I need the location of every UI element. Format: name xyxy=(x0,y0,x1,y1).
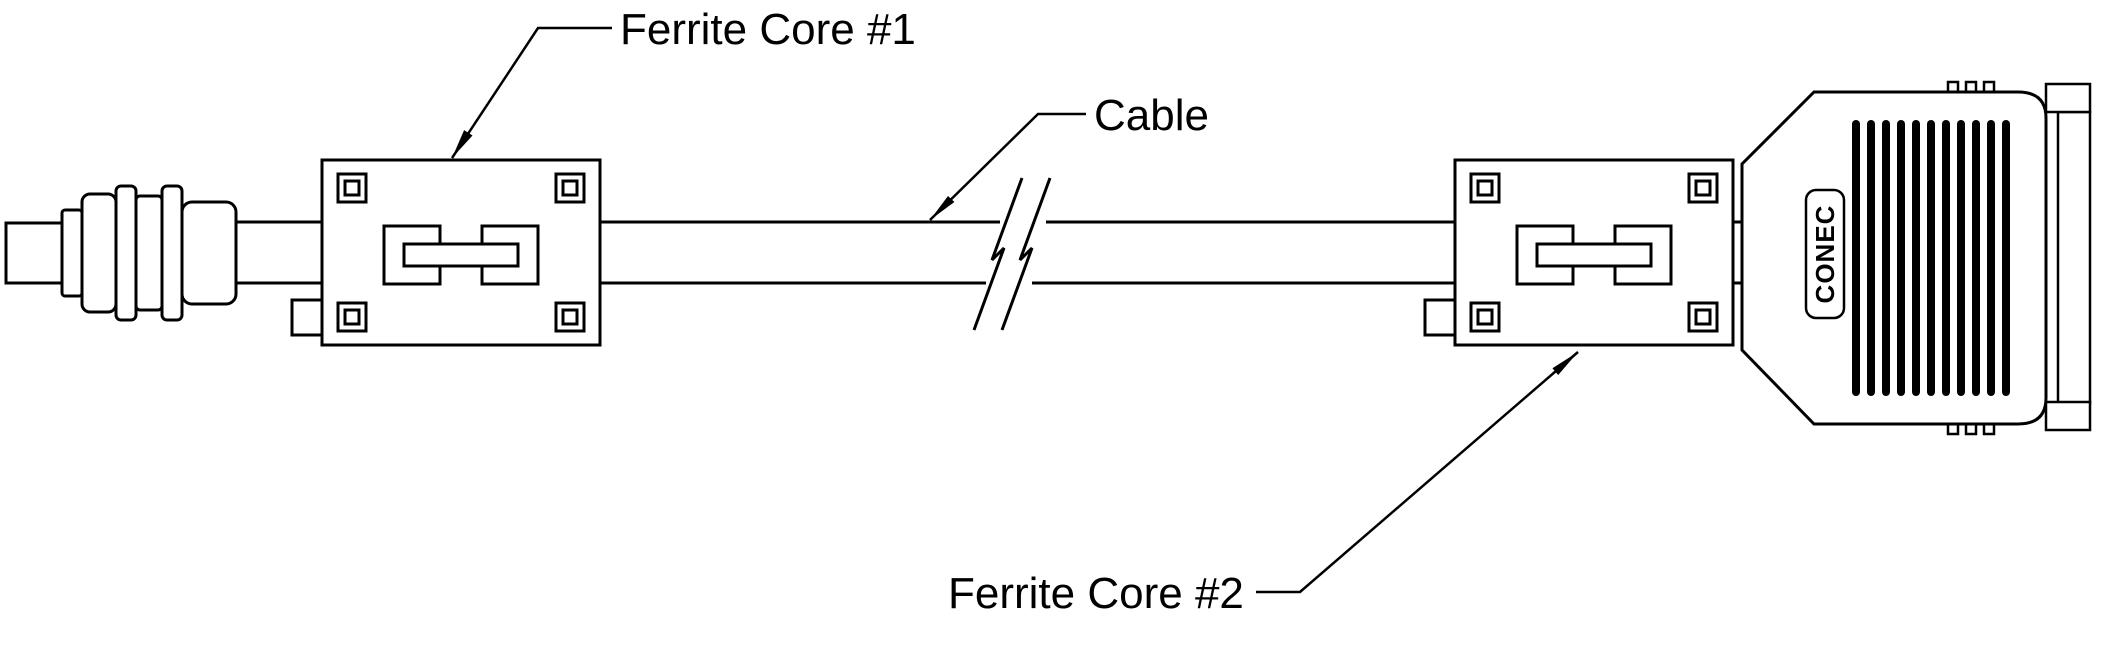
arrowhead xyxy=(930,196,955,220)
hood-edge-detail xyxy=(1964,422,1978,436)
hood-edge-detail xyxy=(1982,80,1996,94)
hood-outline xyxy=(1740,90,2048,426)
connector-barrel xyxy=(180,200,238,306)
ferrite-core-2-symbol xyxy=(1423,158,1735,347)
logo-text: CONEC xyxy=(1810,205,1840,304)
connector-ring xyxy=(160,184,184,322)
ferrite-core-1-symbol xyxy=(290,158,602,347)
conec-logo: CONEC xyxy=(1804,188,1846,320)
hood-edge-detail xyxy=(1946,80,1960,94)
label-cable: Cable xyxy=(1094,91,1209,140)
strain-relief-ribs xyxy=(1852,120,2010,396)
cable-break-symbol xyxy=(972,177,1052,331)
connector-stub xyxy=(4,221,64,285)
label-ferrite-core-1: Ferrite Core #1 xyxy=(620,5,916,54)
arrowhead xyxy=(452,130,473,158)
leader-line xyxy=(1256,351,1579,594)
break-slash xyxy=(972,177,1024,331)
leader-line xyxy=(929,112,1086,221)
connector-face xyxy=(2056,110,2092,406)
leader-line xyxy=(450,26,612,159)
hood-edge-detail xyxy=(1982,422,1996,436)
leader-ferrite-core-2 xyxy=(1256,351,1579,594)
arrowhead xyxy=(1552,352,1578,375)
circular-connector-left xyxy=(4,184,238,322)
leader-ferrite-core-1 xyxy=(450,26,612,159)
hood-edge-detail xyxy=(1946,422,1960,436)
leader-cable xyxy=(929,112,1086,221)
connector-face-ear-top xyxy=(2044,82,2092,114)
connector-ring xyxy=(80,192,118,314)
dsub-hood-connector: CONEC xyxy=(1740,80,2092,436)
logo-border xyxy=(1804,188,1846,320)
connector-ring xyxy=(134,194,164,312)
hood-edge-detail xyxy=(1964,80,1978,94)
label-ferrite-core-2: Ferrite Core #2 xyxy=(948,569,1244,618)
connector-ring xyxy=(60,208,84,298)
connector-face-ear-bottom xyxy=(2044,400,2092,432)
break-slash xyxy=(1000,177,1052,331)
connector-ring xyxy=(114,184,138,322)
